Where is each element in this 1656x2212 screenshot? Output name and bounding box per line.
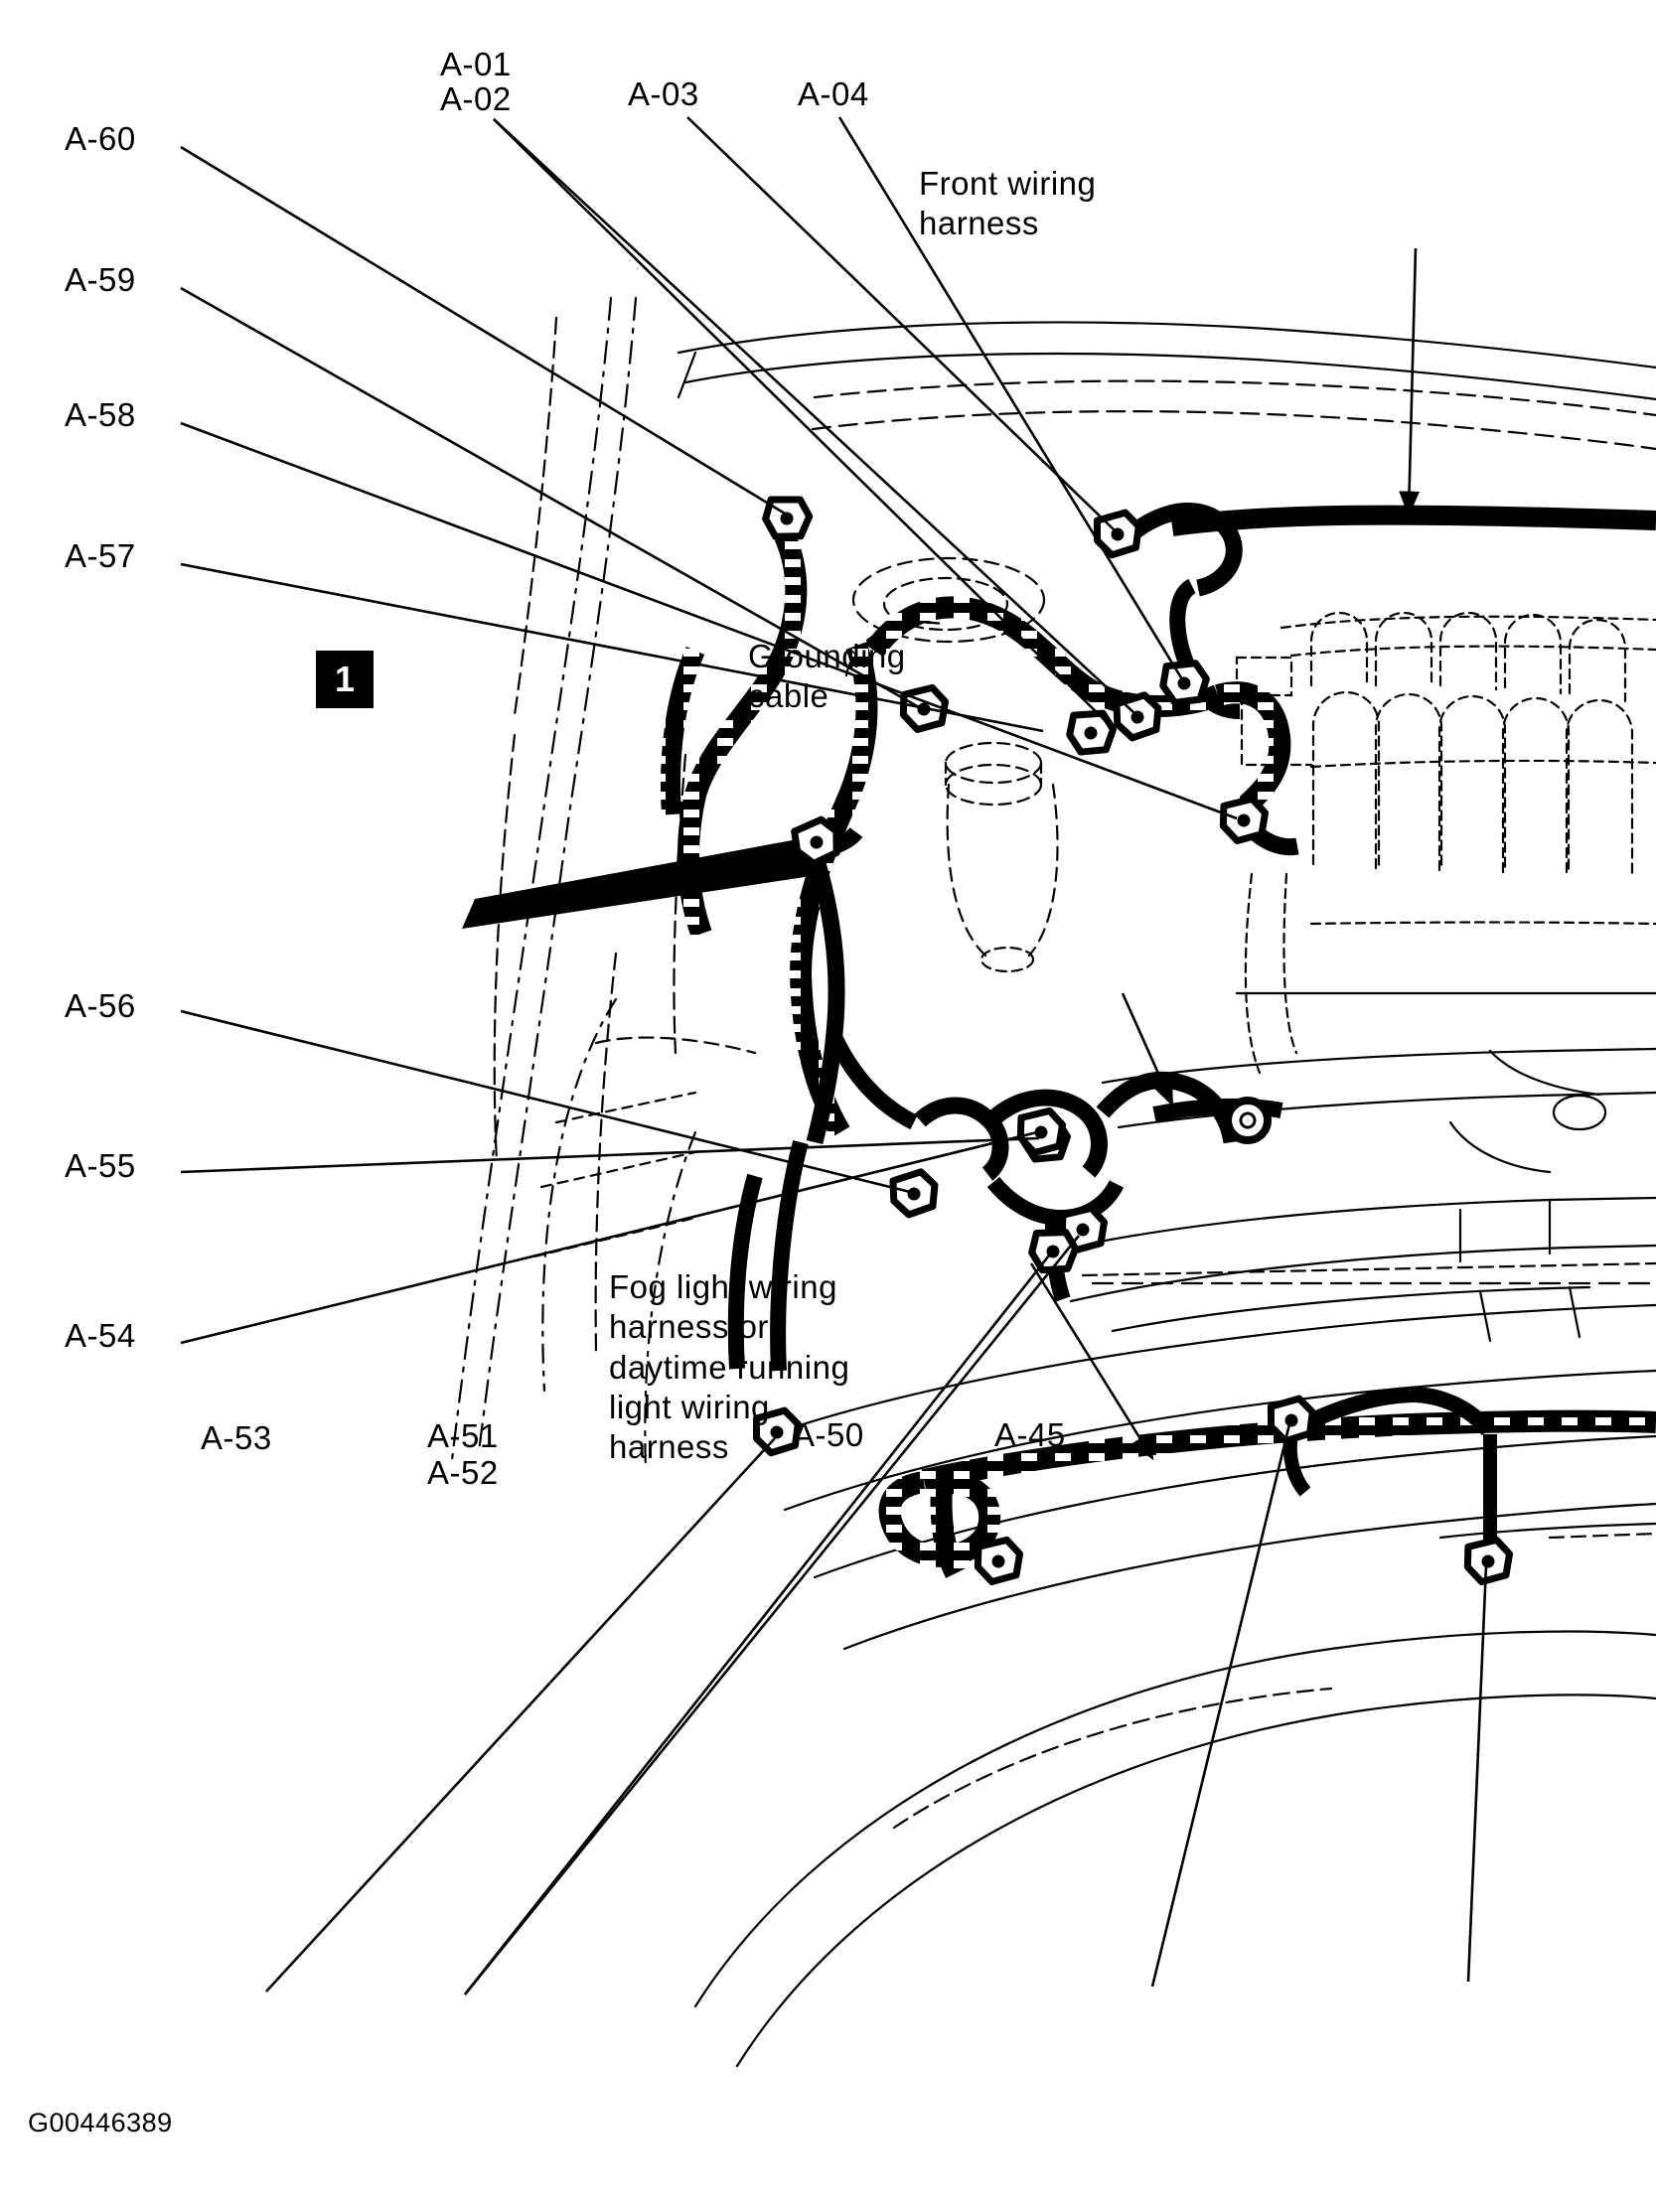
annotation-front-wiring-harness: Front wiring harness <box>919 165 1097 242</box>
label-A-60: A-60 <box>65 120 136 157</box>
leader-A-45 <box>1466 1564 1488 1983</box>
label-A-50: A-50 <box>793 1416 864 1453</box>
leader-A-03 <box>686 116 1116 531</box>
connector-A-01[interactable] <box>1068 710 1115 755</box>
leader-A-50 <box>1150 1423 1291 1988</box>
annotation-fog-light-harness: Fog light wiring harness or daytime runn… <box>609 1268 850 1465</box>
label-A-03: A-03 <box>628 75 699 112</box>
connector-A-54[interactable] <box>1019 1110 1065 1154</box>
ring-terminal-ground <box>1228 1101 1268 1140</box>
leader-A-59 <box>180 286 920 709</box>
label-A-55: A-55 <box>65 1147 136 1184</box>
connector-A-45[interactable] <box>1466 1540 1512 1583</box>
label-A-59: A-59 <box>65 261 136 298</box>
leader-A-58 <box>180 421 1238 820</box>
front-wiring-harness-band <box>1170 505 1656 536</box>
leader-A-53 <box>265 1437 776 1992</box>
annotation-grounding-cable: Grounding cable <box>748 638 906 715</box>
label-A-58: A-58 <box>65 396 136 433</box>
leader-fog-light-harness <box>1029 1262 1154 1461</box>
label-A-04: A-04 <box>798 75 869 112</box>
label-A-54: A-54 <box>65 1317 136 1354</box>
connector-A-53[interactable] <box>890 1170 938 1217</box>
connector-fog-light[interactable] <box>977 1540 1022 1583</box>
leader-A-54 <box>180 1130 1038 1345</box>
label-A-01: A-01 <box>440 46 512 82</box>
label-A-51: A-51 <box>427 1417 499 1454</box>
connector-A-50[interactable] <box>1269 1398 1315 1442</box>
leader-A-01 <box>493 118 1113 728</box>
leader-A-52 <box>463 1254 1051 1995</box>
leader-A-56 <box>180 1009 911 1194</box>
label-A-52: A-52 <box>427 1454 499 1491</box>
leader-A-04 <box>837 116 1184 680</box>
callout-1-arrow <box>462 834 825 929</box>
label-A-45: A-45 <box>994 1416 1066 1453</box>
leader-A-51 <box>463 1235 1081 1995</box>
label-A-56: A-56 <box>65 987 136 1024</box>
callout-number-box: 1 <box>316 651 374 708</box>
leader-grounding-cable <box>1121 992 1174 1107</box>
leader-A-57 <box>180 562 1044 733</box>
leader-front-wiring-harness <box>1399 247 1421 517</box>
label-A-02: A-02 <box>440 80 512 117</box>
leader-A-60 <box>180 145 791 518</box>
figure-code: G00446389 <box>28 2108 173 2138</box>
label-A-57: A-57 <box>65 537 136 574</box>
grounding-cable-run <box>1152 1098 1283 1122</box>
leader-A-02 <box>493 118 1135 714</box>
label-A-53: A-53 <box>201 1419 272 1456</box>
connector-A-60[interactable] <box>763 495 812 542</box>
fog-light-harness-band <box>921 1409 1656 1491</box>
leader-lines <box>180 116 1488 1995</box>
connector-A-58[interactable] <box>1222 799 1268 842</box>
connector-A-04[interactable] <box>1162 662 1208 705</box>
leader-A-55 <box>180 1136 1040 1174</box>
harness-routing <box>462 503 1656 1578</box>
